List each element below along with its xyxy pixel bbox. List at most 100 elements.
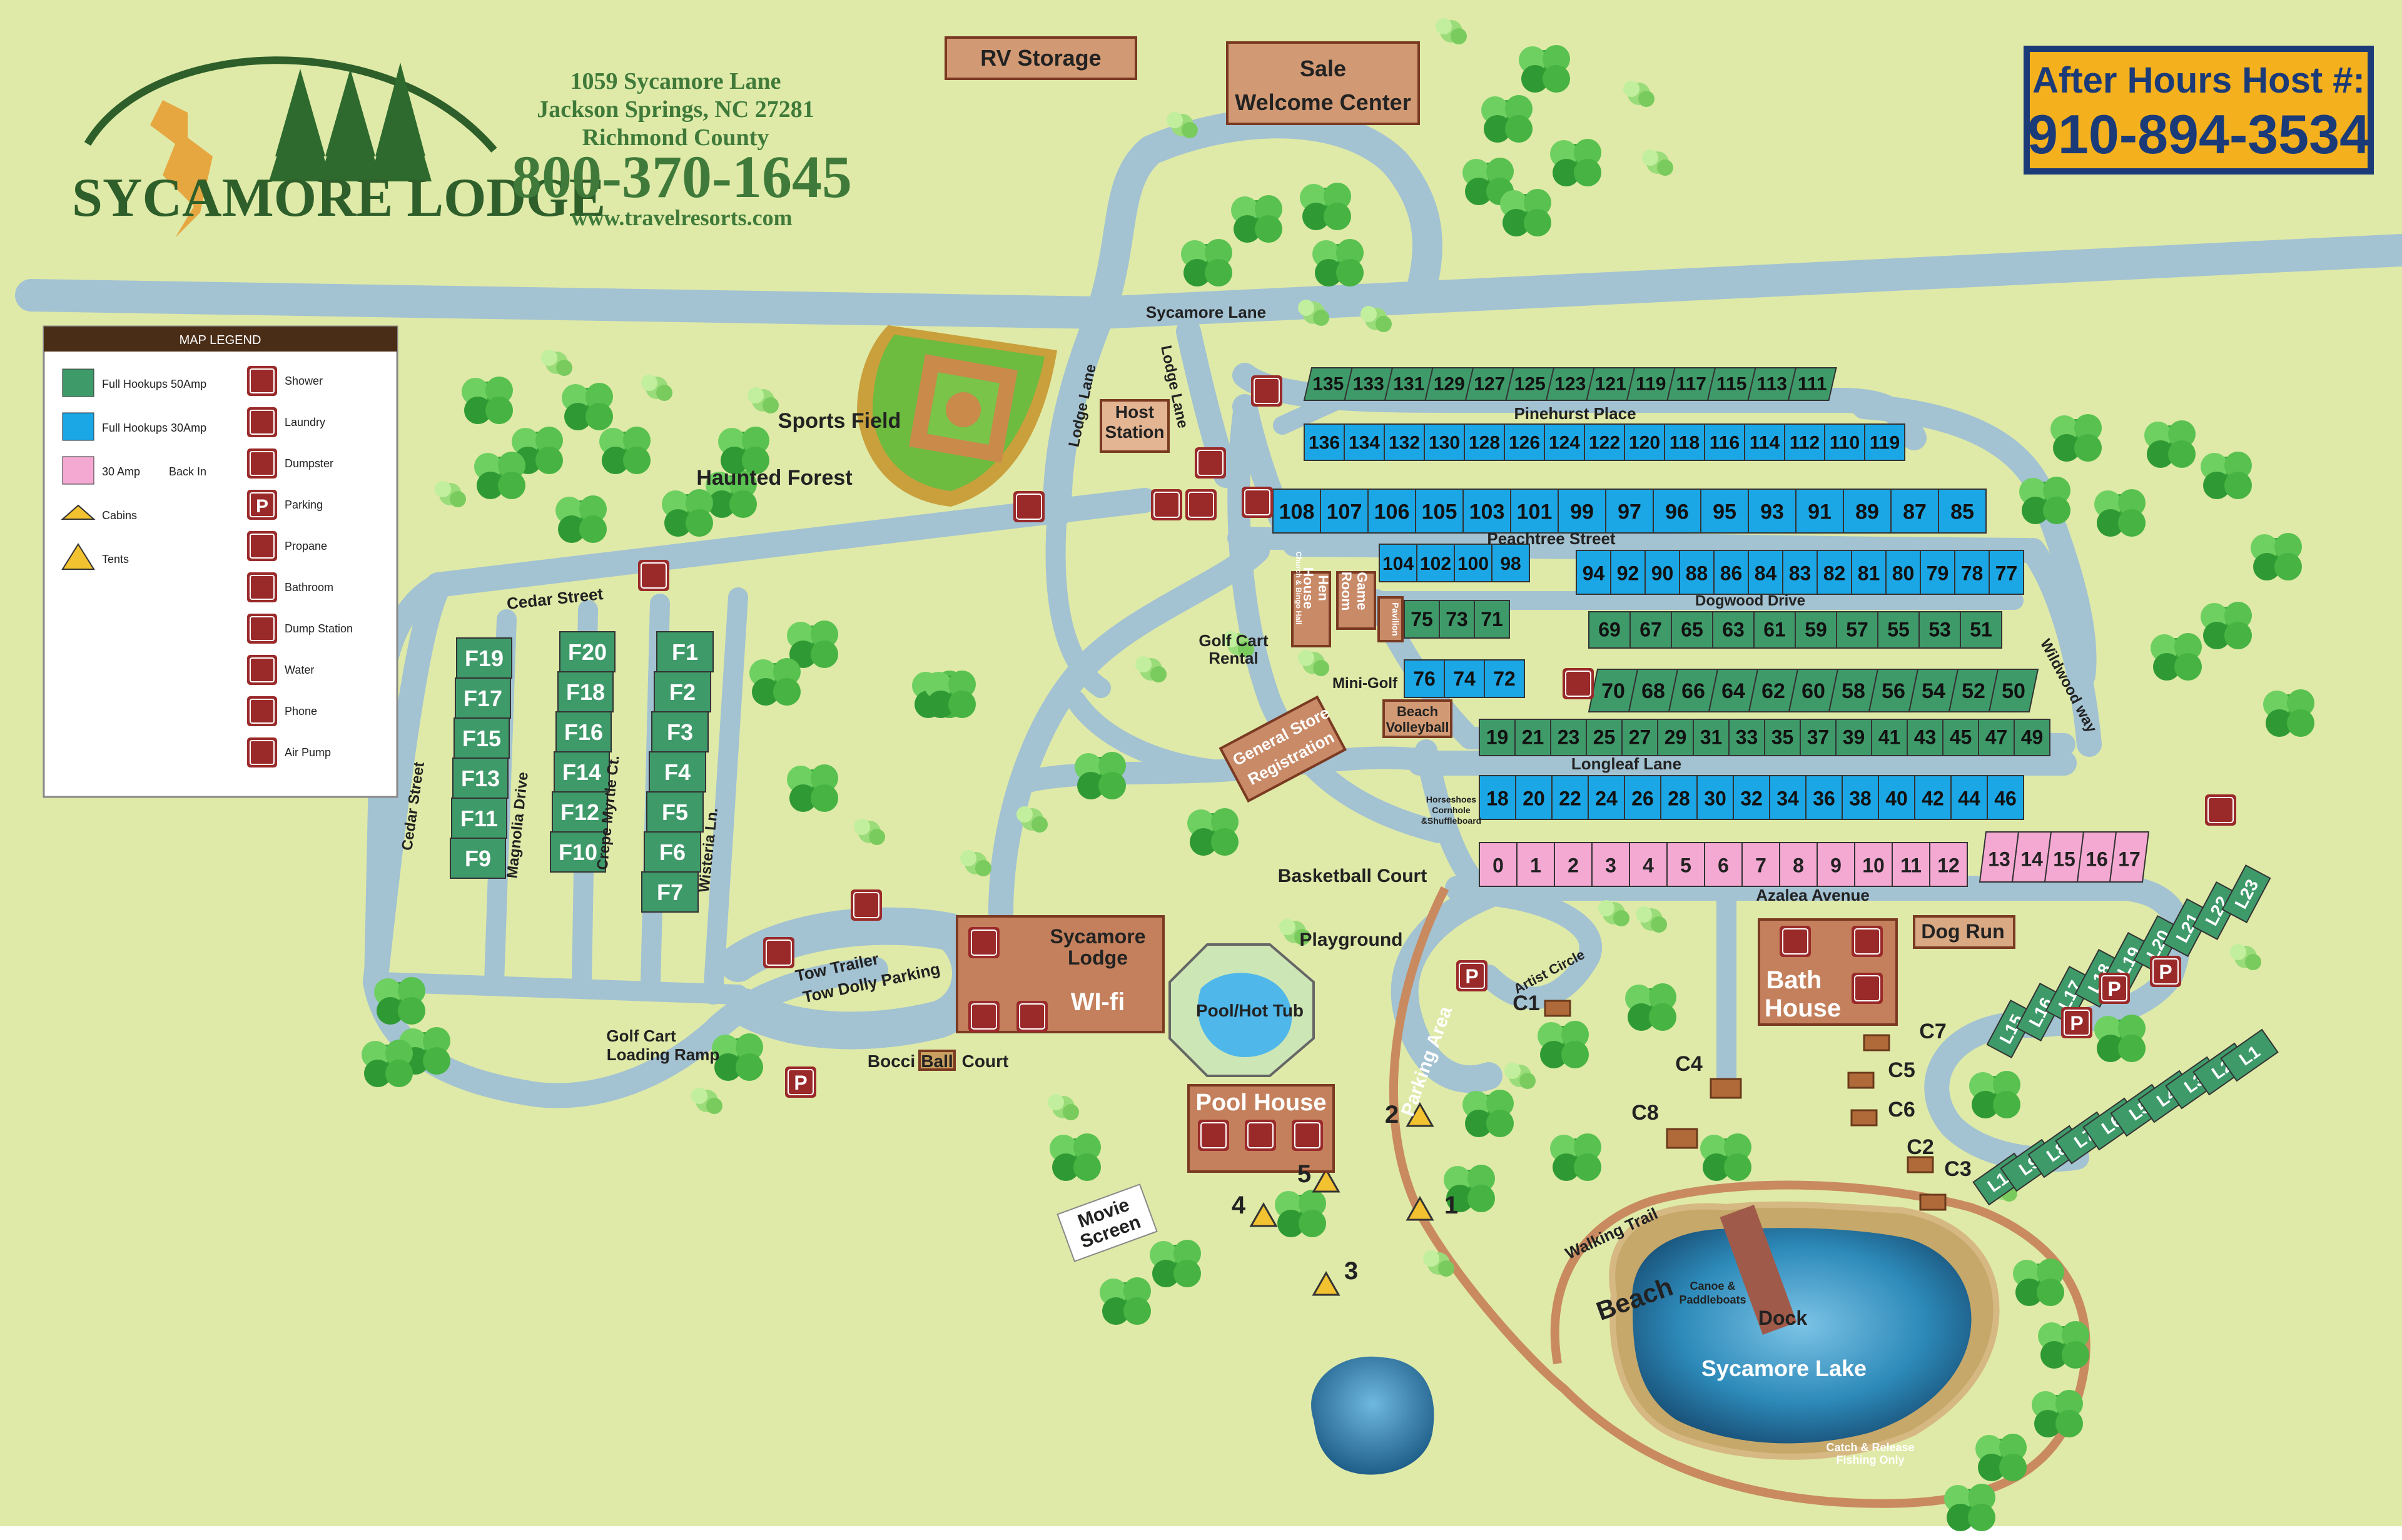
campsite[interactable] — [552, 791, 608, 833]
campsite[interactable] — [1696, 775, 1734, 820]
campsite[interactable] — [1653, 489, 1701, 534]
campsite[interactable] — [1304, 423, 1345, 461]
campsite[interactable] — [1515, 775, 1553, 820]
campsite[interactable] — [1464, 423, 1505, 461]
campsite[interactable] — [1851, 550, 1887, 595]
campsite[interactable] — [1439, 600, 1475, 639]
campsite[interactable] — [1854, 842, 1893, 887]
campsite[interactable] — [557, 671, 614, 712]
campsite[interactable] — [1344, 423, 1385, 461]
campsite[interactable] — [1978, 719, 2015, 756]
campsite[interactable] — [1484, 659, 1525, 698]
campsite[interactable] — [1748, 489, 1796, 534]
campsite[interactable] — [555, 711, 612, 752]
campsite[interactable] — [1367, 489, 1416, 534]
campsite[interactable] — [1782, 550, 1818, 595]
campsite[interactable] — [1890, 489, 1939, 534]
campsite[interactable] — [455, 677, 511, 719]
campsite[interactable] — [1805, 775, 1843, 820]
campsite[interactable] — [1938, 489, 1987, 534]
campsite[interactable] — [656, 631, 714, 672]
campsite[interactable] — [2221, 864, 2271, 923]
campsite[interactable] — [1510, 489, 1559, 534]
campsite[interactable] — [1960, 611, 2002, 649]
campsite[interactable] — [454, 717, 510, 759]
campsite[interactable] — [1544, 423, 1585, 461]
campsite[interactable] — [550, 831, 606, 873]
campsite[interactable] — [1795, 489, 1844, 534]
campsite[interactable] — [1843, 489, 1892, 534]
campsite[interactable] — [1474, 600, 1510, 639]
campsite[interactable] — [1987, 775, 2024, 820]
campsite[interactable] — [1744, 423, 1785, 461]
campsite[interactable] — [1892, 842, 1930, 887]
campsite[interactable] — [646, 791, 704, 833]
campsite[interactable] — [450, 838, 506, 879]
campsite[interactable] — [2220, 1028, 2279, 1082]
campsite[interactable] — [1741, 842, 1780, 887]
campsite[interactable] — [456, 637, 512, 679]
campsite[interactable] — [1787, 367, 1837, 401]
campsite[interactable] — [1479, 775, 1516, 820]
campsite[interactable] — [1516, 842, 1555, 887]
campsite[interactable] — [1877, 611, 1920, 649]
campsite[interactable] — [2109, 831, 2150, 883]
campsite[interactable] — [1550, 719, 1587, 756]
campsite[interactable] — [1871, 719, 1908, 756]
campsite[interactable] — [1885, 550, 1921, 595]
campsite[interactable] — [1836, 611, 1878, 649]
campsite[interactable] — [1989, 550, 2024, 595]
campsite[interactable] — [1584, 423, 1625, 461]
campsite[interactable] — [1666, 842, 1705, 887]
campsite[interactable] — [1753, 611, 1796, 649]
campsite[interactable] — [1954, 550, 1990, 595]
campsite[interactable] — [1864, 423, 1905, 461]
campsite[interactable] — [1704, 842, 1743, 887]
campsite[interactable] — [644, 831, 701, 873]
campsite[interactable] — [641, 871, 699, 913]
campsite[interactable] — [559, 631, 616, 672]
campsite[interactable] — [1693, 719, 1730, 756]
campsite[interactable] — [451, 798, 507, 839]
campsite[interactable] — [1588, 611, 1631, 649]
campsite[interactable] — [1842, 775, 1879, 820]
campsite[interactable] — [1554, 842, 1593, 887]
campsite[interactable] — [1664, 423, 1705, 461]
campsite[interactable] — [1588, 775, 1625, 820]
campsite[interactable] — [1824, 423, 1865, 461]
campsite[interactable] — [1416, 544, 1455, 582]
campsite[interactable] — [654, 671, 711, 712]
campsite[interactable] — [1728, 719, 1765, 756]
campsite[interactable] — [1551, 775, 1589, 820]
campsite[interactable] — [651, 711, 709, 752]
campsite[interactable] — [1764, 719, 1801, 756]
campsite[interactable] — [1795, 611, 1837, 649]
campsite[interactable] — [1404, 659, 1445, 698]
campsite[interactable] — [1784, 423, 1825, 461]
campsite[interactable] — [1929, 842, 1968, 887]
campsite[interactable] — [1713, 550, 1749, 595]
campsite[interactable] — [1988, 669, 2039, 712]
campsite[interactable] — [1704, 423, 1745, 461]
campsite[interactable] — [1779, 842, 1818, 887]
campsite[interactable] — [1629, 842, 1668, 887]
campsite[interactable] — [1558, 489, 1606, 534]
campsite[interactable] — [1404, 600, 1440, 639]
campsite[interactable] — [1712, 611, 1755, 649]
campsite[interactable] — [1624, 775, 1661, 820]
campsite[interactable] — [1379, 544, 1417, 582]
campsite[interactable] — [1514, 719, 1551, 756]
campsite[interactable] — [1424, 423, 1465, 461]
campsite[interactable] — [1817, 550, 1852, 595]
campsite[interactable] — [1657, 719, 1694, 756]
campsite[interactable] — [1950, 775, 1988, 820]
campsite[interactable] — [1914, 775, 1952, 820]
campsite[interactable] — [1479, 842, 1518, 887]
campsite[interactable] — [1272, 489, 1321, 534]
campsite[interactable] — [1610, 550, 1646, 595]
campsite[interactable] — [1660, 775, 1698, 820]
campsite[interactable] — [1491, 544, 1530, 582]
campsite[interactable] — [452, 757, 509, 799]
campsite[interactable] — [1835, 719, 1872, 756]
campsite[interactable] — [1320, 489, 1369, 534]
